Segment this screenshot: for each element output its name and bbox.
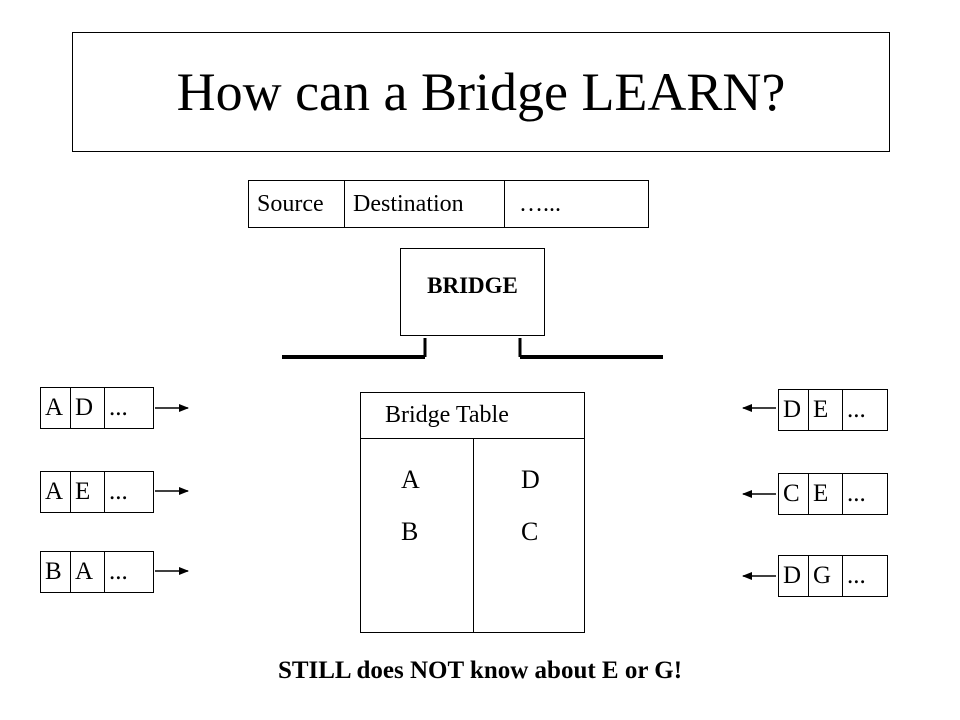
- frame-source: D: [779, 390, 809, 430]
- destination-field: Destination: [345, 181, 505, 227]
- frame-destination: E: [71, 472, 105, 512]
- frame-source: D: [779, 556, 809, 596]
- frame-rest: ...: [847, 480, 866, 507]
- bridge-label: BRIDGE: [427, 273, 518, 298]
- table-cell-left-2: B: [401, 517, 419, 546]
- frame-rest: ...: [109, 394, 128, 421]
- left-frame-1: A D ...: [40, 387, 154, 429]
- frame-source: A: [41, 388, 71, 428]
- left-frame-3: B A ...: [40, 551, 154, 593]
- frame-rest: ...: [109, 558, 128, 585]
- bridge-device: BRIDGE: [400, 248, 545, 336]
- left-lan-segment: [282, 338, 427, 359]
- rest-field: …...: [519, 190, 561, 217]
- right-frame-3: D G ...: [778, 555, 888, 597]
- source-field: Source: [249, 181, 345, 227]
- slide-title: How can a Bridge LEARN?: [72, 32, 890, 152]
- frame-destination: E: [809, 390, 843, 430]
- frame-format-header: Source Destination …...: [248, 180, 649, 228]
- left-frame-2: A E ...: [40, 471, 154, 513]
- bridge-table-title: Bridge Table: [361, 393, 584, 439]
- table-cell-right-1: D: [521, 465, 540, 494]
- frame-source: A: [41, 472, 71, 512]
- right-lan-segment: [518, 338, 663, 359]
- frame-destination: D: [71, 388, 105, 428]
- bridge-table-divider: [473, 439, 474, 633]
- table-cell-left-1: A: [401, 465, 420, 494]
- frame-destination: G: [809, 556, 843, 596]
- frame-destination: A: [71, 552, 105, 592]
- right-frame-1: D E ...: [778, 389, 888, 431]
- frame-source: C: [779, 474, 809, 514]
- table-cell-right-2: C: [521, 517, 539, 546]
- frame-rest: ...: [109, 478, 128, 505]
- frame-rest: ...: [847, 396, 866, 423]
- bridge-table: Bridge Table A D B C: [360, 392, 585, 633]
- right-frame-2: C E ...: [778, 473, 888, 515]
- caption-note: STILL does NOT know about E or G!: [277, 657, 683, 684]
- frame-source: B: [41, 552, 71, 592]
- frame-rest: ...: [847, 562, 866, 589]
- frame-destination: E: [809, 474, 843, 514]
